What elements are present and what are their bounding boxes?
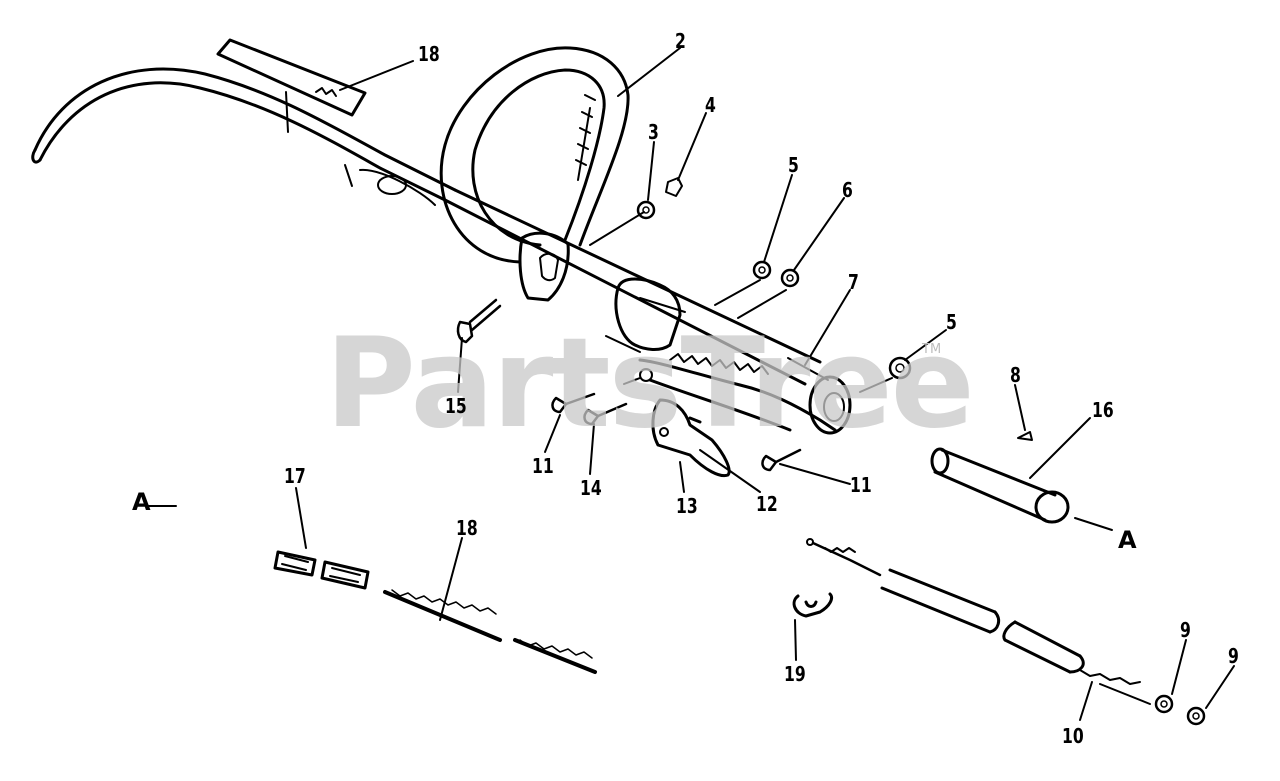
callout-9-right[interactable]: 9 xyxy=(1228,644,1239,668)
callout-2-loop-handle[interactable]: 2 xyxy=(675,29,686,53)
callout-9-left[interactable]: 9 xyxy=(1180,618,1191,642)
trademark-symbol: TM xyxy=(922,342,942,357)
callout-7-throttle-housing[interactable]: 7 xyxy=(848,270,859,294)
section-marker-a-right: A xyxy=(1118,526,1137,554)
decal-label xyxy=(216,38,367,117)
callout-14[interactable]: 14 xyxy=(580,476,602,500)
loop-handle xyxy=(439,46,630,302)
callout-17-bushings[interactable]: 17 xyxy=(284,464,306,488)
callout-19-clip[interactable]: 19 xyxy=(784,662,806,686)
throttle-lever xyxy=(651,398,731,478)
callout-13-lever[interactable]: 13 xyxy=(676,494,698,518)
callout-4[interactable]: 4 xyxy=(705,93,716,117)
callout-6[interactable]: 6 xyxy=(842,178,853,202)
callout-11-left[interactable]: 11 xyxy=(532,454,554,478)
callout-15[interactable]: 15 xyxy=(445,394,467,418)
bushings-and-flex-shaft xyxy=(273,550,597,674)
hardware-parts xyxy=(636,177,912,382)
callout-12[interactable]: 12 xyxy=(756,492,778,516)
section-marker-a-left: A xyxy=(132,488,151,516)
callout-8[interactable]: 8 xyxy=(1010,363,1021,387)
callout-5-upper[interactable]: 5 xyxy=(788,153,799,177)
main-shaft-tube xyxy=(31,67,822,386)
leader-lines xyxy=(147,47,1235,721)
callout-16-coupling[interactable]: 16 xyxy=(1092,398,1114,422)
screws xyxy=(456,298,802,472)
callout-5-lower[interactable]: 5 xyxy=(946,310,957,334)
callout-18-decal[interactable]: 18 xyxy=(418,42,440,66)
coupling-sleeve xyxy=(930,431,1070,524)
drive-cable xyxy=(806,538,1206,726)
callout-18-flex-shaft[interactable]: 18 xyxy=(456,516,478,540)
callout-10-cable[interactable]: 10 xyxy=(1062,724,1084,748)
callout-11-right[interactable]: 11 xyxy=(850,473,872,497)
parts-tree-watermark: PartsTree xyxy=(325,312,975,456)
callout-3[interactable]: 3 xyxy=(648,120,659,144)
throttle-housing xyxy=(614,277,852,435)
retaining-clip xyxy=(792,592,834,618)
